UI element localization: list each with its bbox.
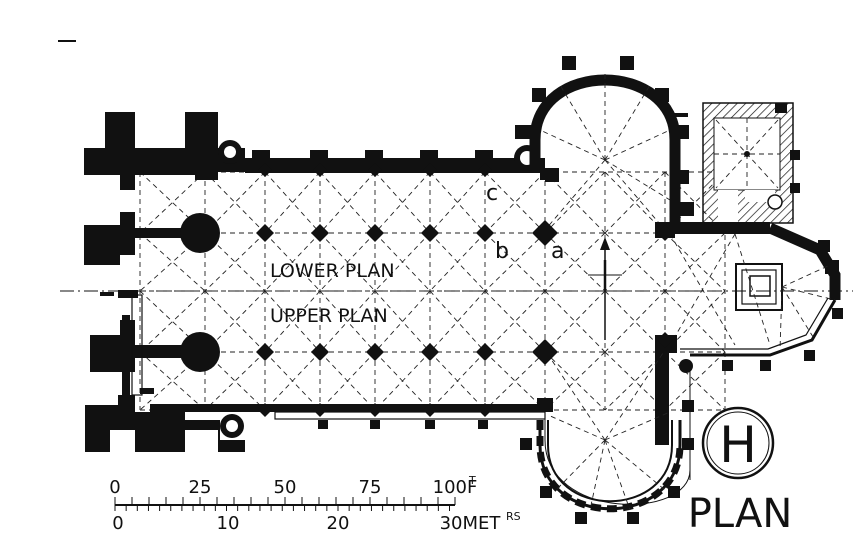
plan-badge: H PLAN [688,406,793,537]
scale-feet-tick-label: 100F [433,477,478,498]
wall-pier [478,403,492,417]
scale-meter-tick-label: 0 [112,513,123,534]
scale-feet-tick-label: 50 [274,477,297,498]
badge-letter: H [719,416,757,474]
pier [476,224,494,242]
label-b: b [495,239,509,264]
scale-meter-tick-label: 10 [217,513,240,534]
wall-pier [313,403,327,417]
wall-pier [478,163,492,177]
pier [366,224,384,242]
scale-meter-labels: 0 10 20 30MET RS [112,510,520,534]
upper-plan-label: UPPER PLAN [270,305,388,327]
scale-feet-tick-label: 25 [189,477,212,498]
crossing-pier-a [532,220,558,246]
scale-meter-unit-suffix: RS [506,510,521,523]
south-transept-apse [520,345,694,524]
wall-pier [423,403,437,417]
wall-pier [423,163,437,177]
north-transept-apse [515,56,694,231]
label-a: a [551,239,564,264]
nave-piers [256,163,673,417]
scale-feet-unit-suffix: T [468,474,476,487]
scale-meter-tick-label: 20 [327,513,350,534]
badge-caption: PLAN [688,491,793,537]
pier [311,224,329,242]
west-front [84,112,245,452]
wall-pier [258,403,272,417]
scale-meter-tick-label: 30MET [440,513,502,534]
wall-pier [368,403,382,417]
pier [311,343,329,361]
north-east-chapel [670,102,800,224]
choir-pier [657,225,673,241]
south-wall [150,404,546,438]
vault-ribs [139,171,726,411]
choir-pier [657,332,673,348]
wall-pier [368,163,382,177]
choir-and-east-apse [655,222,843,373]
pier [476,343,494,361]
stray-mark [58,40,76,42]
pier [256,224,274,242]
lower-plan-label: LOWER PLAN [270,260,395,282]
scale-feet-tick-label: 75 [359,477,382,498]
north-arrow [588,237,622,340]
pier [421,224,439,242]
pier [421,343,439,361]
wall-pier [258,163,272,177]
label-c: c [486,181,498,206]
pier [256,343,274,361]
wall-pier [313,163,327,177]
scale-feet-tick-label: 0 [109,477,120,498]
pier [366,343,384,361]
crossing-pier [532,339,558,365]
